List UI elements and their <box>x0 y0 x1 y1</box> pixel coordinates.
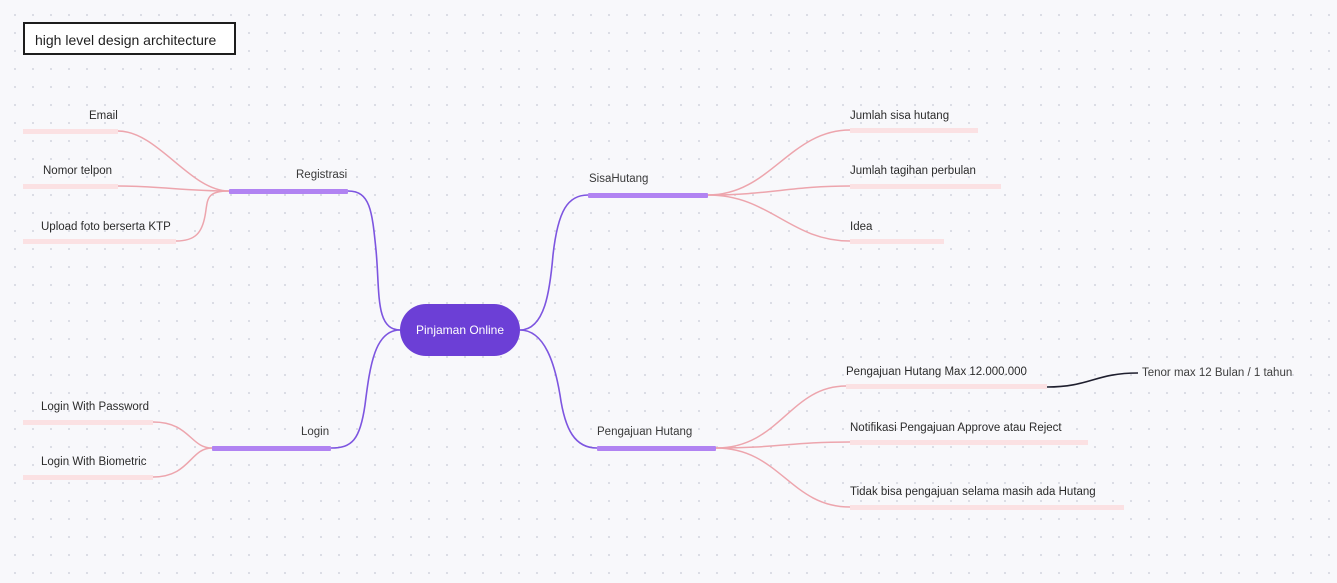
leaf-notif-bar <box>850 440 1088 445</box>
edge-registrasi-email <box>117 130 230 192</box>
edge-max-tenor <box>1046 372 1139 388</box>
leaf-idea-bar <box>850 239 944 244</box>
leaf-notif-label[interactable]: Notifikasi Pengajuan Approve atau Reject <box>850 422 1062 434</box>
edge-sisa-jumlah <box>707 129 851 196</box>
edge-sisa-idea <box>707 194 851 242</box>
leaf-idea-label[interactable]: Idea <box>850 221 873 233</box>
edge-registrasi-upload <box>175 190 230 242</box>
leaf-max-bar <box>846 384 1047 389</box>
leaf-email-label[interactable]: Email <box>89 110 118 122</box>
leaf-jumlah-sisa-bar <box>850 128 978 133</box>
leaf-tidak-label[interactable]: Tidak bisa pengajuan selama masih ada Hu… <box>850 486 1096 498</box>
edge-center-login <box>330 329 401 449</box>
edge-pengajuan-notif <box>715 441 851 449</box>
branch-pengajuan-label[interactable]: Pengajuan Hutang <box>597 426 693 438</box>
leaf-upload-label[interactable]: Upload foto berserta KTP <box>41 221 171 233</box>
edge-pengajuan-tidak <box>715 447 851 508</box>
edge-center-registrasi <box>347 190 401 331</box>
leaf-biometric-label[interactable]: Login With Biometric <box>41 456 147 468</box>
branch-login-bar[interactable] <box>212 446 331 451</box>
leaf-tidak-bar <box>850 505 1124 510</box>
leaf-tagihan-label[interactable]: Jumlah tagihan perbulan <box>850 165 976 177</box>
center-node[interactable]: Pinjaman Online <box>400 304 520 356</box>
branch-sisahutang-label[interactable]: SisaHutang <box>589 173 649 185</box>
leaf-nomor-bar <box>23 184 118 189</box>
sub-tenor-label[interactable]: Tenor max 12 Bulan / 1 tahun <box>1142 367 1293 379</box>
branch-pengajuan-bar[interactable] <box>597 446 716 451</box>
leaf-email-bar <box>23 129 118 134</box>
leaf-jumlah-sisa-label[interactable]: Jumlah sisa hutang <box>850 110 950 122</box>
edge-center-pengajuan <box>519 329 598 449</box>
branch-login-label[interactable]: Login <box>301 426 330 438</box>
leaf-upload-bar <box>23 239 176 244</box>
edge-pengajuan-max <box>715 385 847 449</box>
leaf-biometric-bar <box>23 475 153 480</box>
leaf-tagihan-bar <box>850 184 1001 189</box>
leaf-password-label[interactable]: Login With Password <box>41 401 150 413</box>
edge-login-password <box>152 421 213 449</box>
edge-sisa-tagihan <box>707 185 851 196</box>
leaf-max-label[interactable]: Pengajuan Hutang Max 12.000.000 <box>846 366 1027 378</box>
diagram-title[interactable]: high level design architecture <box>23 22 236 55</box>
branch-registrasi-bar[interactable] <box>229 189 348 194</box>
leaf-nomor-label[interactable]: Nomor telpon <box>43 165 113 177</box>
branch-registrasi-label[interactable]: Registrasi <box>296 169 348 181</box>
edge-login-biometric <box>152 447 213 478</box>
branch-sisahutang-bar[interactable] <box>588 193 708 198</box>
edge-center-sisahutang <box>519 194 589 331</box>
leaf-password-bar <box>23 420 153 425</box>
edge-registrasi-nomor <box>117 185 230 192</box>
